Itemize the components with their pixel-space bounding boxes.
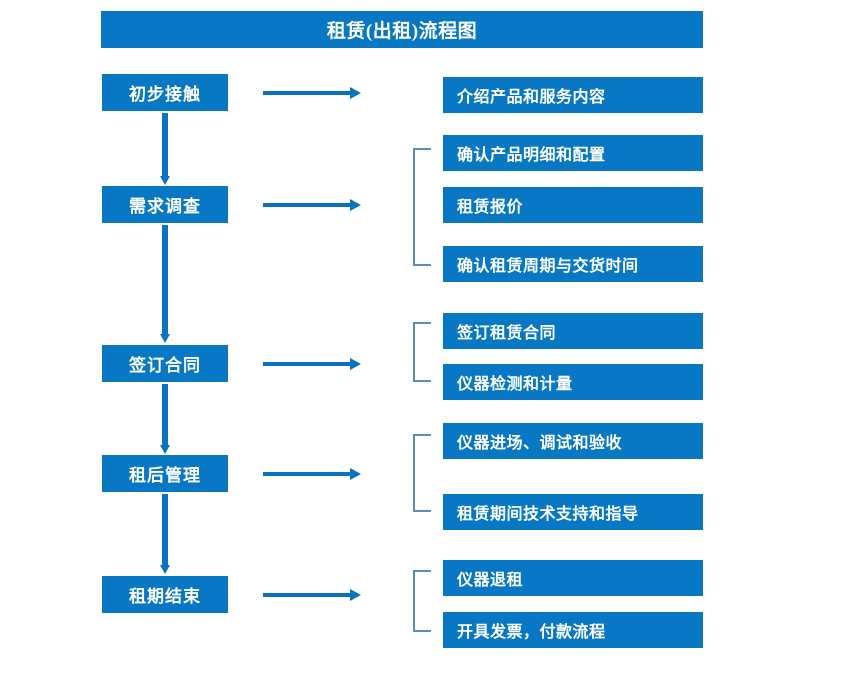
stage-box-4[interactable]: 租后管理 [102, 455, 228, 492]
arrow-shaft [162, 384, 168, 445]
arrow-head [350, 468, 361, 480]
arrow-shaft [263, 203, 351, 207]
right-arrow-2 [263, 199, 361, 211]
down-arrow-2 [160, 225, 170, 343]
arrow-head [160, 334, 170, 343]
arrow-shaft [162, 494, 168, 565]
group-bracket-3 [413, 434, 431, 512]
detail-box-5[interactable]: 签订租赁合同 [443, 313, 703, 349]
stage-box-3[interactable]: 签订合同 [102, 345, 228, 382]
detail-box-9[interactable]: 仪器退租 [443, 560, 703, 596]
detail-box-3[interactable]: 租赁报价 [443, 187, 703, 223]
detail-box-8[interactable]: 租赁期间技术支持和指导 [443, 494, 703, 530]
detail-box-7[interactable]: 仪器进场、调试和验收 [443, 423, 703, 459]
group-bracket-4 [413, 570, 431, 632]
arrow-shaft [263, 472, 351, 476]
stage-box-5[interactable]: 租期结束 [102, 576, 228, 613]
detail-box-1[interactable]: 介绍产品和服务内容 [443, 77, 703, 113]
page-title: 租赁(出租)流程图 [101, 11, 703, 48]
arrow-head [160, 176, 170, 185]
arrow-shaft [263, 593, 351, 597]
right-arrow-5 [263, 589, 361, 601]
detail-box-6[interactable]: 仪器检测和计量 [443, 364, 703, 400]
right-arrow-3 [263, 358, 361, 370]
right-arrow-4 [263, 468, 361, 480]
arrow-head [350, 358, 361, 370]
arrow-head [160, 565, 170, 574]
arrow-shaft [162, 225, 168, 334]
detail-box-4[interactable]: 确认租赁周期与交货时间 [443, 246, 703, 282]
arrow-shaft [263, 91, 351, 95]
down-arrow-3 [160, 384, 170, 454]
detail-box-2[interactable]: 确认产品明细和配置 [443, 135, 703, 171]
right-arrow-1 [263, 87, 361, 99]
arrow-shaft [162, 113, 168, 176]
down-arrow-1 [160, 113, 170, 185]
arrow-shaft [263, 362, 351, 366]
arrow-head [350, 589, 361, 601]
group-bracket-2 [413, 322, 431, 382]
arrow-head [160, 445, 170, 454]
stage-box-1[interactable]: 初步接触 [102, 74, 228, 111]
arrow-head [350, 199, 361, 211]
stage-box-2[interactable]: 需求调查 [102, 186, 228, 223]
group-bracket-1 [413, 148, 431, 266]
arrow-head [350, 87, 361, 99]
detail-box-10[interactable]: 开具发票，付款流程 [443, 612, 703, 648]
down-arrow-4 [160, 494, 170, 574]
